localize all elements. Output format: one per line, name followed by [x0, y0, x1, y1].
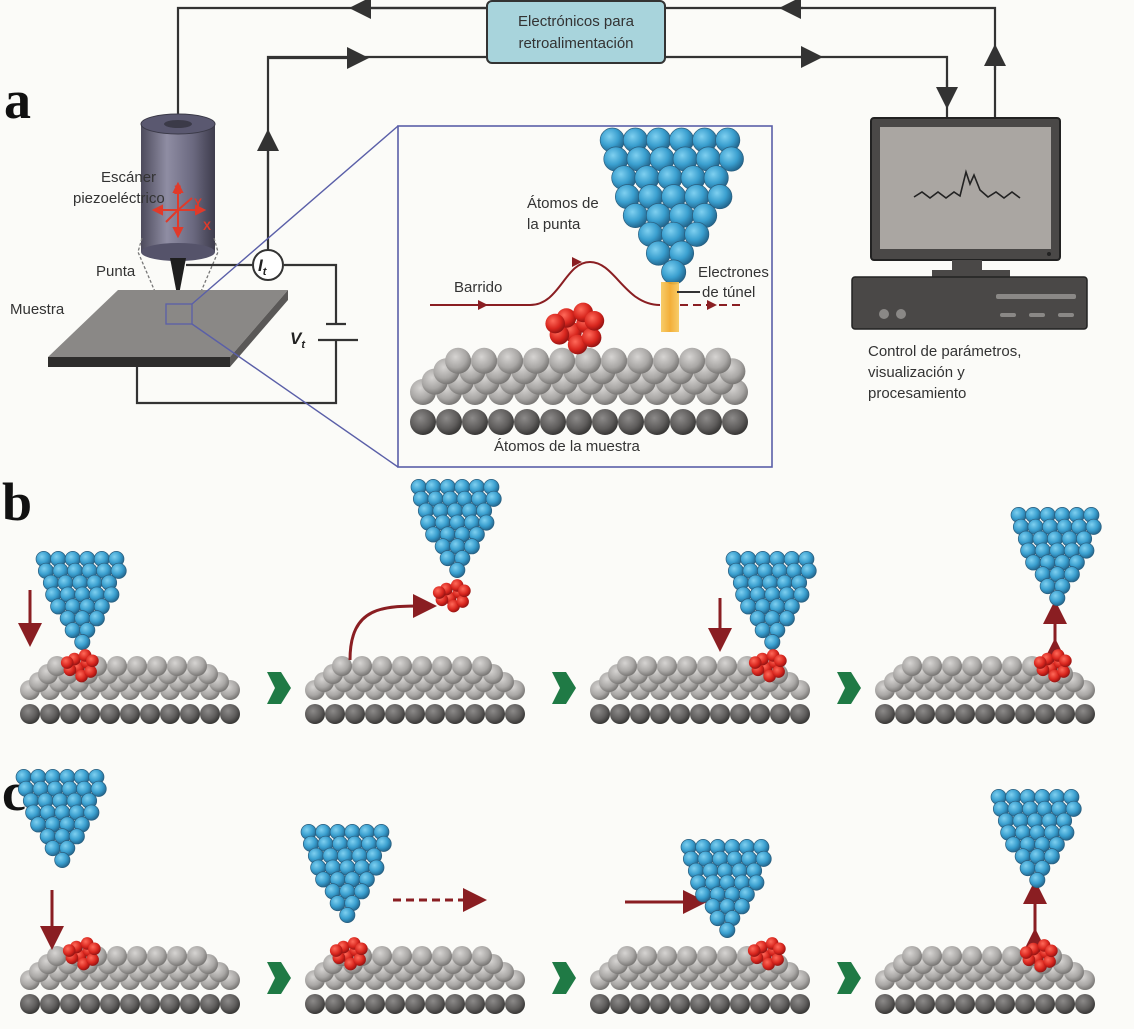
sample-atoms-label: Átomos de la muestra: [494, 438, 641, 455]
adatom-cluster: [432, 579, 471, 613]
computer-icon: [851, 117, 1088, 330]
adatom-cluster: [545, 302, 605, 355]
axis-y-label: Y: [194, 196, 202, 210]
bias-circuit: [135, 249, 358, 405]
zoom-line-bottom: [191, 323, 399, 468]
tip-atom-cluster: [35, 550, 127, 650]
zoom-line-top: [191, 125, 399, 305]
tip-label: Punta: [96, 263, 136, 280]
inset-detail: Átomos de la punta Barrido Electrones de…: [397, 125, 773, 468]
tip-atoms-label-line1: Átomos de: [527, 195, 599, 212]
step-arrow-icon: [552, 672, 576, 704]
scan-label: Barrido: [454, 279, 502, 296]
surface-slab: [410, 347, 748, 435]
ammeter-icon: [252, 249, 284, 281]
tunnel-label-line2: de túnel: [702, 284, 755, 301]
computer-caption-line3: procesamiento: [868, 385, 966, 402]
tip-atom-cluster: [300, 823, 392, 923]
sequence-b: [18, 478, 1102, 724]
step-2: [305, 478, 525, 724]
surface-slab: [875, 656, 1095, 724]
adatom-cluster: [62, 937, 101, 971]
inset-tip-atoms: [599, 127, 744, 285]
feedback-label-line1: Electrónicos para: [518, 13, 635, 30]
step-4: [875, 506, 1102, 724]
tip-atom-cluster: [410, 478, 502, 578]
sample-plate: [48, 290, 288, 367]
scanner-label-line1: Escáner: [101, 169, 156, 186]
panel-letter-b: b: [2, 472, 32, 532]
current-symbol: It: [258, 256, 268, 278]
tip-atom-cluster: [680, 838, 772, 938]
scanner-label-line2: piezoeléctrico: [73, 190, 165, 207]
scan-path: [430, 260, 661, 306]
step-arrow-icon: [837, 962, 861, 994]
adatom-cluster: [1019, 939, 1058, 973]
sample-label: Muestra: [10, 301, 65, 318]
axis-x-label: X: [203, 219, 211, 233]
inset-sample-surface: [410, 347, 748, 435]
adatom-cluster: [748, 649, 787, 683]
step-arrow-icon: [837, 672, 861, 704]
computer-caption-line2: visualización y: [868, 364, 965, 381]
step-arrow-icon: [267, 962, 291, 994]
tunnel-label-line1: Electrones: [698, 264, 769, 281]
step-2: [300, 823, 525, 1014]
tip-atoms-label-line2: la punta: [527, 216, 581, 233]
piezo-scanner: Z Y X: [137, 113, 219, 300]
step-arrow-icon: [552, 962, 576, 994]
feedback-label-line2: retroalimentación: [518, 35, 633, 52]
xyz-axes-icon: [151, 181, 207, 239]
tip-atom-cluster: [990, 788, 1082, 888]
tunnel-current-icon: [661, 282, 679, 332]
surface-slab: [20, 946, 240, 1014]
step-1: [18, 550, 240, 724]
inset-adatom-cluster: [545, 302, 605, 355]
motion-arrow-icon: [348, 593, 437, 661]
panel-letter-a: a: [4, 70, 31, 130]
tip-icon: [170, 258, 186, 300]
tip-atom-cluster: [15, 768, 107, 868]
voltage-symbol: Vt: [290, 329, 306, 351]
signal-trace: [913, 169, 1021, 199]
surface-slab: [875, 946, 1095, 1014]
step-arrow-icon: [267, 672, 291, 704]
tip-atom-cluster: [1010, 506, 1102, 606]
sequence-c: [15, 768, 1095, 1014]
feedback-electronics-box: Electrónicos para retroalimentación: [486, 0, 666, 64]
tip-atom-cluster: [599, 127, 744, 285]
adatom-cluster: [60, 649, 99, 683]
step-4: [875, 788, 1095, 1014]
axis-z-label: Z: [174, 183, 181, 197]
step-3: [590, 838, 810, 1014]
adatom-cluster: [329, 937, 368, 971]
feedback-wiring: [176, 0, 1006, 250]
adatom-cluster: [747, 937, 786, 971]
surface-slab: [305, 656, 525, 724]
step-3: [590, 550, 817, 724]
surface-slab: [590, 656, 810, 724]
tip-atom-cluster: [725, 550, 817, 650]
computer-caption-line1: Control de parámetros,: [868, 343, 1021, 360]
adatom-cluster: [1033, 649, 1072, 683]
step-1: [15, 768, 240, 1014]
surface-slab: [20, 656, 240, 724]
